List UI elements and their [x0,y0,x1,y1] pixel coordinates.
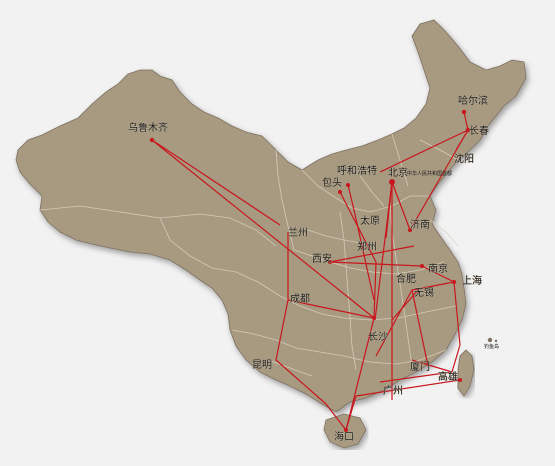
label-jinan: 济南 [410,218,430,231]
city-dot-beijing [389,179,395,185]
city-dot-xian [328,260,332,264]
label-taiyuan: 太原 [360,214,380,227]
city-dot-harbin [461,109,467,115]
label-guangzhou: 广州 [383,385,403,397]
city-dot-haikou [344,428,348,432]
diaoyu-island-small [494,339,498,343]
city-dot-urumqi [149,137,155,143]
label-beijing: 北京 [388,166,408,179]
label-harbin: 哈尔滨 [458,94,488,107]
label-hefei: 合肥 [396,272,416,285]
label-changchun: 长春 [469,125,489,137]
taiwan-island [457,349,475,397]
city-dot-nanjing [420,264,424,268]
label-haikou: 海口 [334,430,354,443]
label-chengdu: 成都 [290,293,310,305]
label-shenyang: 沈阳 [454,152,474,165]
china-landmass [15,19,527,413]
label-kunming: 昆明 [252,359,272,371]
label-wuxi: 无锡 [414,286,434,299]
label-shanghai: 上海 [462,274,482,287]
label-baotou: 包头 [322,176,342,189]
city-dot-jinan [408,228,412,232]
label-kaohsiung: 高雄 [438,370,458,383]
diaoyu-island [487,337,493,343]
city-dot-changsha [372,316,376,320]
label-xian: 西安 [312,252,332,265]
city-dots [149,109,471,432]
city-dot-changchun [465,127,471,133]
label-diaoyu: 钓鱼岛 [484,343,499,350]
city-dot-hohhot [346,183,350,187]
route-lines [151,111,469,431]
label-changsha: 长沙 [368,331,388,343]
label-lanzhou: 兰州 [288,226,308,239]
label-hohhot: 呼和浩特 [337,165,377,177]
city-labels: 乌鲁木齐 哈尔滨 长春 沈阳 呼和浩特 包头 北京 中华人民共和国首都 太原 济… [128,94,499,444]
city-dot-baotou [338,190,342,194]
city-dot-shanghai [452,280,456,284]
city-dot-kaohsiung [458,378,462,382]
label-zhengzhou: 郑州 [357,240,377,253]
label-urumqi: 乌鲁木齐 [128,121,168,134]
label-nanjing: 南京 [428,262,448,275]
label-xiamen: 厦门 [410,360,430,373]
label-beijing-note: 中华人民共和国首都 [407,170,452,177]
